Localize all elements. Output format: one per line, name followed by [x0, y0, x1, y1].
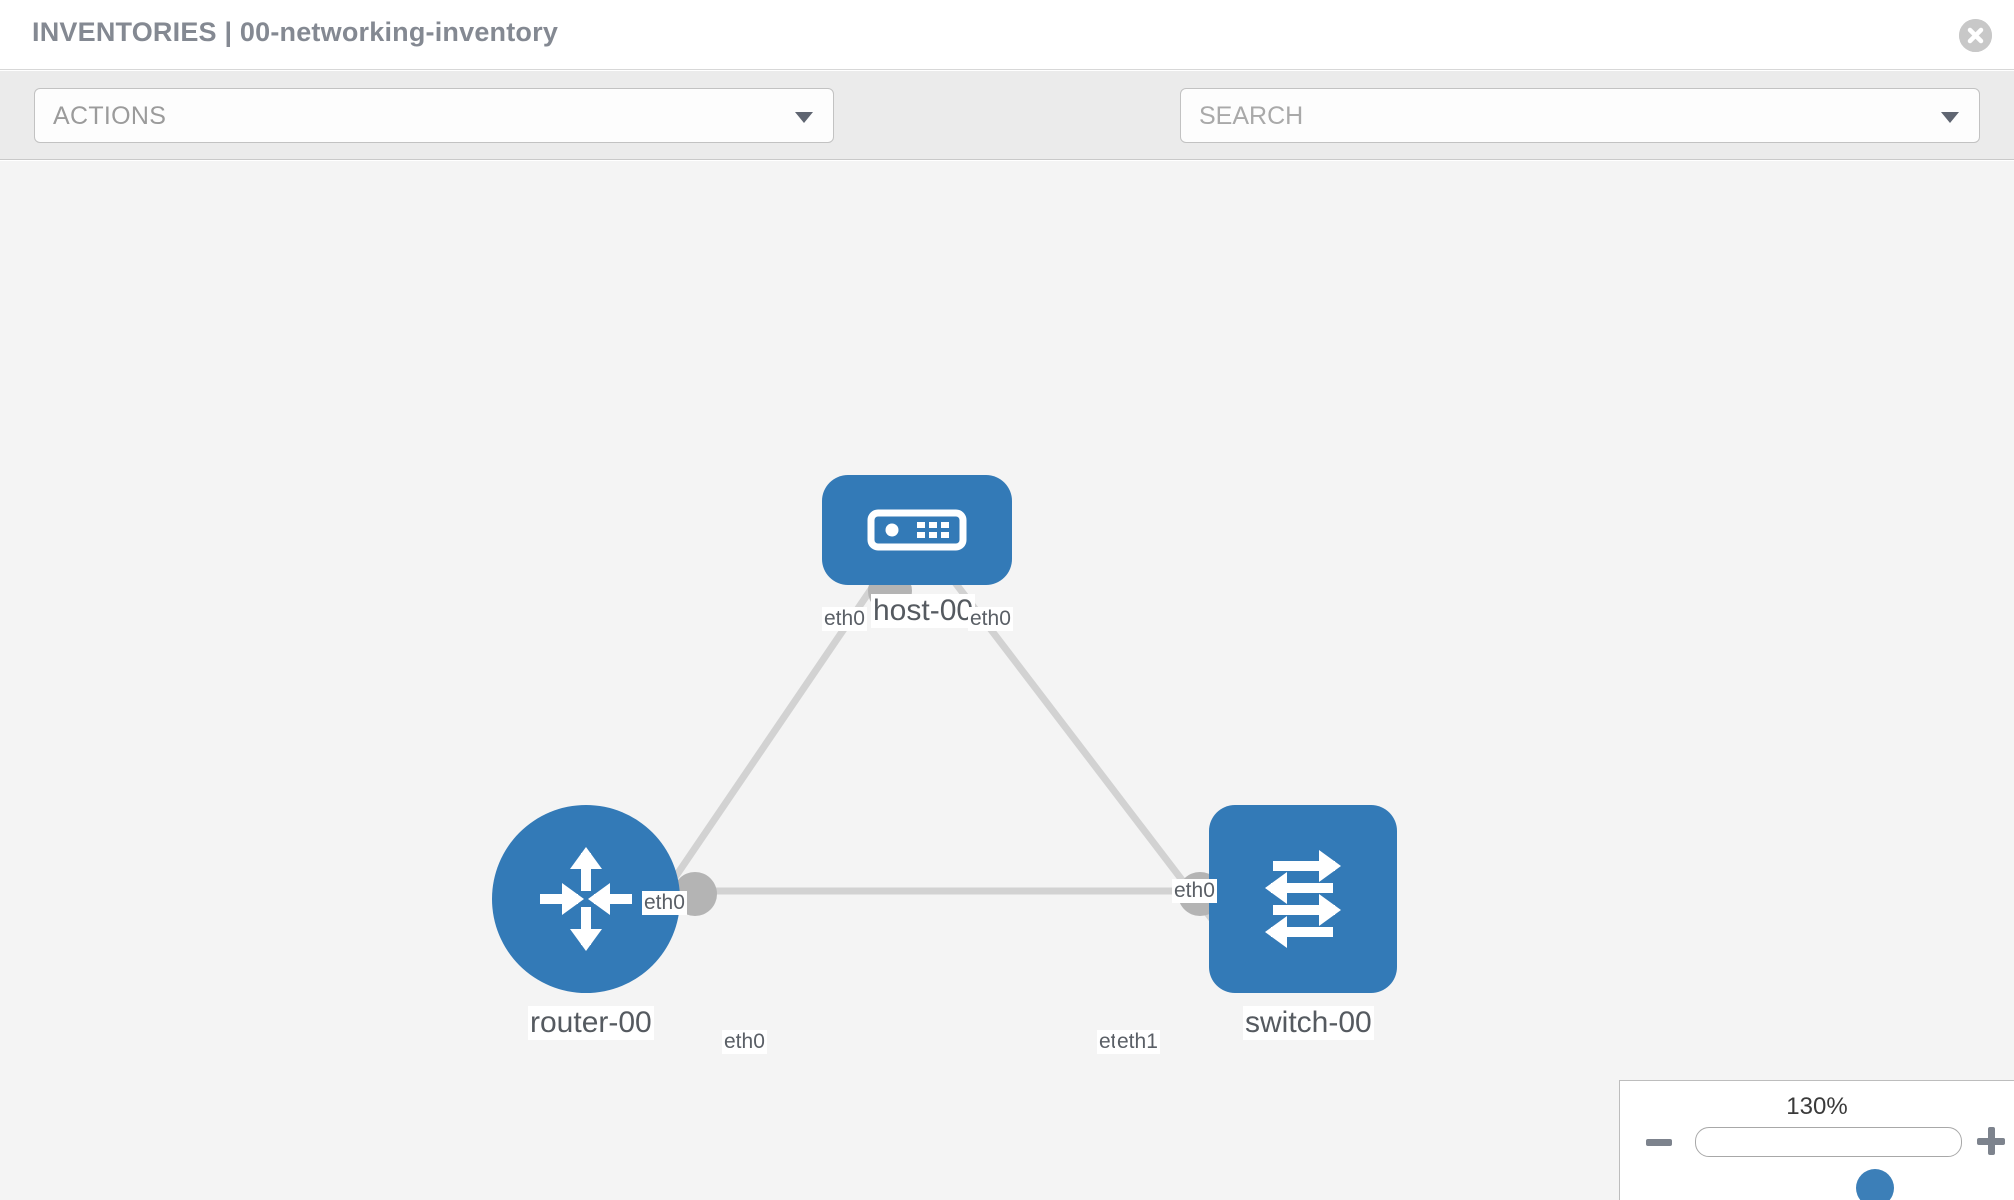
topology-canvas[interactable]: host-00 eth0 eth0 — [0, 161, 2014, 1200]
port-label-switch-up: eth0 — [1172, 879, 1217, 903]
page-header: INVENTORIES | 00-networking-inventory — [0, 0, 2014, 70]
switch-arrows-icon — [1265, 850, 1341, 948]
port-label-host-left: eth0 — [822, 607, 867, 631]
host-icon-box[interactable] — [822, 475, 1012, 585]
search-input[interactable] — [1197, 89, 1921, 144]
actions-dropdown-label: ACTIONS — [53, 102, 167, 130]
port-label-switch-left: eth1 — [1115, 1030, 1160, 1054]
router-arrows-icon — [540, 847, 632, 951]
port-label-router-right: eth0 — [722, 1030, 767, 1054]
actions-dropdown[interactable]: ACTIONS — [34, 88, 834, 143]
server-icon — [867, 509, 967, 551]
page-title: INVENTORIES | 00-networking-inventory — [32, 17, 559, 47]
zoom-control-panel: 130% — [1619, 1080, 2014, 1200]
port-label-host-right: eth0 — [968, 607, 1013, 631]
chevron-down-icon[interactable] — [1941, 112, 1959, 123]
search-field[interactable] — [1180, 88, 1980, 144]
node-switch-00[interactable] — [1209, 805, 1397, 993]
zoom-out-button[interactable] — [1646, 1139, 1672, 1146]
zoom-level-label: 130% — [1786, 1093, 1848, 1120]
close-icon[interactable] — [1959, 19, 1992, 52]
node-label-router-00: router-00 — [528, 1006, 654, 1040]
node-host-00[interactable] — [822, 475, 1012, 585]
node-label-host-00: host-00 — [871, 594, 976, 628]
port-label-router-up: eth0 — [642, 891, 687, 915]
zoom-in-button[interactable] — [1977, 1127, 2005, 1155]
zoom-slider-handle[interactable] — [1856, 1169, 1894, 1200]
toolbar: ACTIONS — [0, 71, 2014, 199]
chevron-down-icon — [795, 112, 813, 123]
switch-icon-box[interactable] — [1209, 805, 1397, 993]
topology-edges — [622, 569, 1261, 973]
zoom-slider-track[interactable] — [1695, 1127, 1962, 1200]
node-label-switch-00: switch-00 — [1243, 1006, 1374, 1040]
